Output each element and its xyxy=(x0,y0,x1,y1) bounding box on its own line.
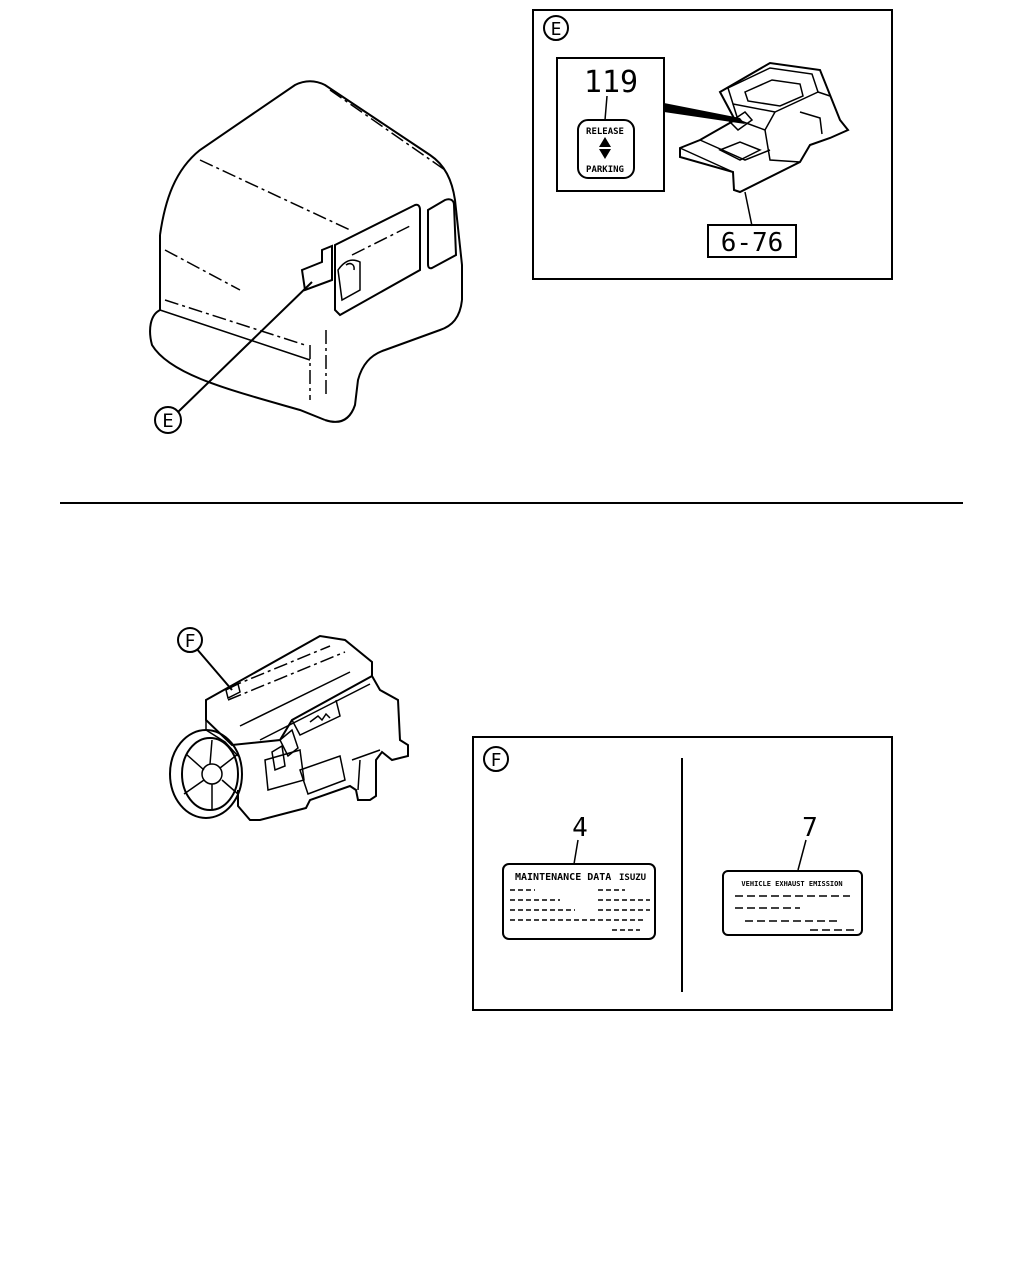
ref-box-6-76[interactable]: 6-76 xyxy=(707,224,797,258)
detail-e-panel: E 119 RELEASE PARKING xyxy=(532,9,893,280)
pointer-wedge xyxy=(664,103,745,124)
callout-f-engine[interactable]: F xyxy=(177,627,203,653)
callout-e-cab[interactable]: E xyxy=(154,406,182,434)
part-number-4: 4 xyxy=(572,813,588,843)
engine-illustration xyxy=(169,634,409,821)
part-number-119: 119 xyxy=(584,65,638,100)
svg-text:6-76: 6-76 xyxy=(721,228,784,258)
part-number-7: 7 xyxy=(802,813,818,843)
center-console-illustration xyxy=(679,61,850,194)
svg-text:F: F xyxy=(491,750,502,771)
maintenance-data-text: MAINTENANCE DATA xyxy=(515,872,611,883)
release-parking-label: RELEASE PARKING xyxy=(577,119,635,179)
maintenance-data-label: MAINTENANCE DATA ISUZU xyxy=(502,863,656,940)
callout-f-detail[interactable]: F xyxy=(483,746,509,772)
arrow-down-icon xyxy=(599,149,611,159)
placeholder-text-lines xyxy=(510,889,650,931)
svg-text:E: E xyxy=(551,19,562,40)
detail-f-panel: F 4 MAINTENANCE DATA ISUZU 7 xyxy=(472,736,893,1011)
callout-e-detail[interactable]: E xyxy=(543,15,569,41)
isuzu-brand-text: ISUZU xyxy=(619,873,646,883)
svg-text:F: F xyxy=(185,631,196,652)
vehicle-exhaust-emission-label: VEHICLE EXHAUST EMISSION xyxy=(722,870,863,936)
placeholder-text-lines xyxy=(735,895,855,931)
arrow-up-icon xyxy=(599,137,611,147)
vehicle-exhaust-emission-text: VEHICLE EXHAUST EMISSION xyxy=(741,880,842,888)
parking-label-frame xyxy=(556,57,665,192)
release-text: RELEASE xyxy=(586,127,624,137)
parking-text: PARKING xyxy=(586,165,624,175)
svg-text:E: E xyxy=(162,410,173,432)
truck-cab-illustration xyxy=(149,80,463,423)
